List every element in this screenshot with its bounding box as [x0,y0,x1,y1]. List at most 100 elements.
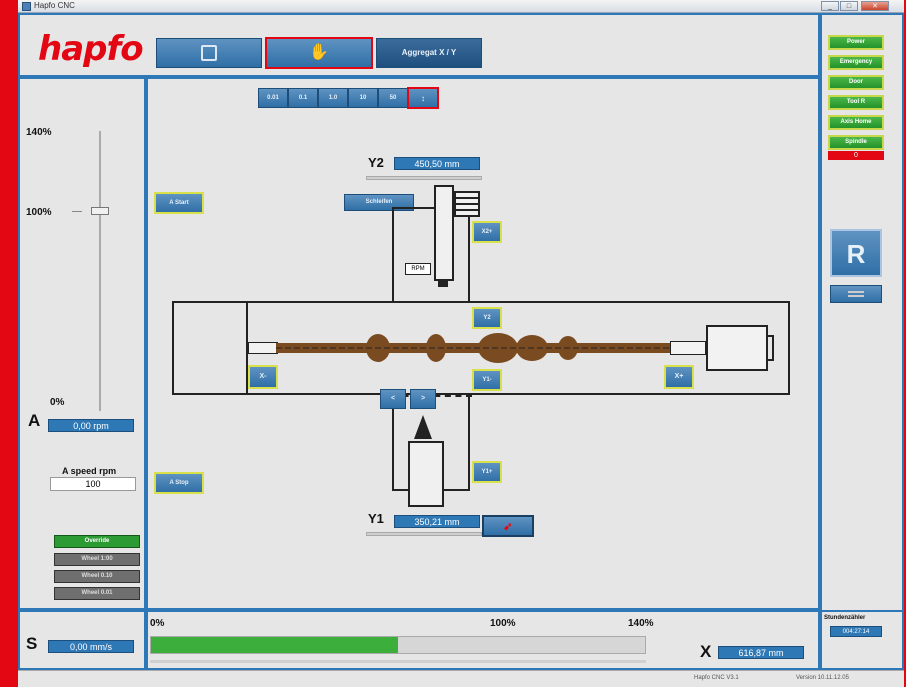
feed-pct-0: 0% [150,618,165,629]
y2-button[interactable]: Y2 [472,307,502,329]
feed-pct-140: 140% [628,618,654,629]
upper-dashed-line [392,301,472,303]
lower-tool-holder [408,441,444,507]
x-minus-button[interactable]: X- [248,365,278,389]
status-bar: Hapfo CNC V3.1 Version 10.11.12.05 [18,670,904,687]
bottom-left-panel: S 0,00 mm/s [18,610,146,670]
diagram-button[interactable] [830,285,882,303]
manual-mode-button[interactable]: ✋ [265,37,373,69]
maximize-button[interactable]: □ [840,1,858,11]
x-plus-button[interactable]: X+ [664,365,694,389]
wheel-001-button[interactable]: Wheel 0.01 [54,587,140,600]
x-position-value: 616,87 mm [718,646,804,659]
y1-tool-button[interactable]: ➹ [482,515,534,537]
step-001-button[interactable]: 0.01 [258,88,288,108]
y1-axis-label: Y1 [368,511,384,526]
override-max-label: 140% [26,127,52,138]
step-10-button[interactable]: 10 [348,88,378,108]
feed-override-panel: 0% 100% 140% X 616,87 mm [146,610,820,670]
axis-x-label: X [700,642,712,661]
frame-mode-button[interactable] [156,38,262,68]
tool-r-button[interactable]: Tool R [828,95,884,110]
upper-tool-tip [438,279,448,287]
a-speed-label: A speed rpm [62,466,117,476]
power-button[interactable]: Power [828,35,884,50]
override-slider-handle[interactable] [91,207,109,215]
hapfo-logo: hapfo [38,29,144,69]
headstock-divider [246,301,248,395]
hour-counter-value: 004:27:14 [830,626,882,637]
axis-a-label: A [28,411,41,430]
tailstock-center [670,341,706,355]
reset-r-button[interactable]: R [830,229,882,277]
override-slider-track[interactable] [99,131,101,411]
y1-progress-bar [366,532,482,536]
wheel-010-button[interactable]: Wheel 0.10 [54,570,140,583]
workpiece-bead-2 [426,334,446,362]
tailstock-body [706,325,768,371]
status-left-text: Hapfo CNC V3.1 [694,675,739,681]
status-version-text: Version 10.11.12.05 [796,675,849,681]
emergency-button[interactable]: Emergency [828,55,884,70]
left-panel: 140% 100% 0% A 0,00 rpm A speed rpm 100 … [18,77,146,610]
x2-plus-button[interactable]: X2+ [472,221,502,243]
tick-mark [72,211,82,212]
a-rpm-value: 0,00 rpm [48,419,134,432]
step-continuous-button[interactable]: ↕ [407,87,439,109]
feed-sub-bar [150,660,646,663]
a-start-button[interactable]: A Start [154,192,204,214]
y1-minus-button[interactable]: Y1- [472,369,502,391]
upper-tool-holder [434,185,454,281]
workpiece-bar [276,343,670,353]
y2-axis-label: Y2 [368,155,384,170]
feed-override-bar[interactable] [150,636,646,654]
upper-tool-clamp [454,191,480,217]
jog-right-button[interactable]: > [410,389,436,409]
tool-icon: ➹ [503,521,513,533]
a-speed-input[interactable]: 100 [50,477,136,491]
jog-left-button[interactable]: < [380,389,406,409]
hour-counter-label: Stundenzähler [824,615,866,621]
header-panel: hapfo ✋ Aggregat X / Y [18,13,820,77]
app-window: Hapfo CNC _ □ ✕ hapfo ✋ Aggregat X / Y P… [18,0,904,687]
y2-progress-bar [366,176,482,180]
feed-override-fill [151,637,398,653]
spindle-alarm: 0 [828,151,884,160]
s-feed-value: 0,00 mm/s [48,640,134,653]
schleifen-button[interactable]: Schleifen [344,194,414,211]
machine-bed [172,301,790,395]
step-01-button[interactable]: 0.1 [288,88,318,108]
feed-pct-100: 100% [490,618,516,629]
spindle-button[interactable]: Spindle [828,135,884,150]
tool-rpm-tag: RPM [405,263,431,275]
upper-carriage-frame [392,207,470,303]
aggregat-xy-button[interactable]: Aggregat X / Y [376,38,482,68]
diagram-icon [848,291,864,297]
title-bar: Hapfo CNC _ □ ✕ [18,0,904,13]
y1-position-value: 350,21 mm [394,515,480,528]
app-icon [22,2,31,11]
y2-position-value: 450,50 mm [394,157,480,170]
axis-home-button[interactable]: Axis Home [828,115,884,130]
wheel-1-button[interactable]: Wheel 1:00 [54,553,140,566]
axis-s-label: S [26,634,38,653]
a-stop-button[interactable]: A Stop [154,472,204,494]
machine-panel: 0.01 0.1 1.0 10 50 ↕ Y2 450,50 mm A Star… [146,77,820,610]
close-button[interactable]: ✕ [861,1,889,11]
workpiece-spindle [276,333,670,363]
lower-cutting-tool [414,415,432,439]
chuck-left [248,342,278,354]
override-100-label: 100% [26,207,52,218]
minimize-button[interactable]: _ [821,1,839,11]
step-50-button[interactable]: 50 [378,88,408,108]
tailstock-handwheel-icon [768,335,774,361]
door-button[interactable]: Door [828,75,884,90]
y1-plus-button[interactable]: Y1+ [472,461,502,483]
window-title: Hapfo CNC [34,1,75,10]
square-frame-icon [201,45,217,61]
hour-counter-panel: Stundenzähler 004:27:14 [820,610,904,670]
hand-icon: ✋ [309,44,329,61]
step-1-button[interactable]: 1.0 [318,88,348,108]
step-size-group: 0.01 0.1 1.0 10 50 ↕ [258,87,439,109]
override-button[interactable]: Override [54,535,140,548]
